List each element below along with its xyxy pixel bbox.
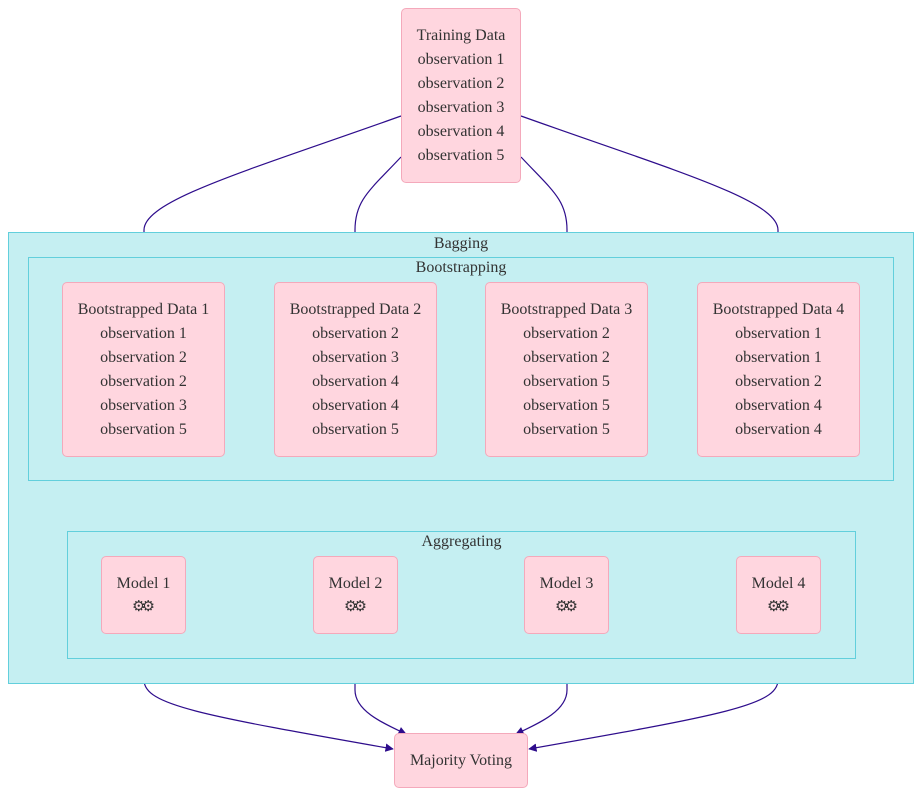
majority-voting-label: Majority Voting [409, 751, 513, 769]
model-2-node[interactable]: Model 2 ⚙⚙ [313, 556, 398, 634]
bootstrapped-observation: observation 2 [735, 372, 822, 390]
bootstrapped-observation: observation 3 [312, 348, 399, 366]
edge-training-to-bootstrap-4 [520, 115, 783, 282]
bootstrapped-observation: observation 3 [100, 396, 187, 414]
bootstrapped-observation: observation 5 [312, 420, 399, 438]
training-observation: observation 1 [417, 50, 505, 68]
bootstrapping-cluster: Bootstrapping [28, 257, 894, 481]
bootstrapped-observation: observation 5 [523, 420, 610, 438]
gears-icon: ⚙⚙ [344, 599, 367, 615]
aggregating-cluster-title: Aggregating [421, 533, 502, 550]
gears-icon: ⚙⚙ [555, 599, 578, 615]
edge-training-to-bootstrap-3 [520, 156, 572, 282]
training-observation: observation 4 [417, 122, 505, 140]
model-4-node[interactable]: Model 4 ⚙⚙ [736, 556, 821, 634]
bootstrapped-title: Bootstrapped Data 3 [500, 300, 633, 318]
model-label: Model 1 [116, 575, 171, 592]
bootstrapped-observation: observation 4 [735, 396, 822, 414]
model-label: Model 2 [328, 575, 383, 592]
training-observation: observation 2 [417, 74, 505, 92]
bootstrapped-observation: observation 1 [735, 324, 822, 342]
bootstrapped-title: Bootstrapped Data 4 [712, 300, 845, 318]
gears-icon: ⚙⚙ [132, 599, 155, 615]
bootstrapped-data-2-node[interactable]: Bootstrapped Data 2 observation 2 observ… [274, 282, 437, 457]
bootstrapped-title: Bootstrapped Data 2 [289, 300, 422, 318]
bootstrapped-observation: observation 2 [100, 372, 187, 390]
bootstrapped-observation: observation 5 [100, 420, 187, 438]
model-1-node[interactable]: Model 1 ⚙⚙ [101, 556, 186, 634]
bootstrapped-observation: observation 5 [523, 396, 610, 414]
bootstrapped-data-4-node[interactable]: Bootstrapped Data 4 observation 1 observ… [697, 282, 860, 457]
bootstrapped-observation: observation 2 [100, 348, 187, 366]
bootstrapped-data-3-node[interactable]: Bootstrapped Data 3 observation 2 observ… [485, 282, 648, 457]
edge-model-3-to-voting [515, 634, 568, 735]
bootstrapping-cluster-title: Bootstrapping [415, 259, 507, 276]
bootstrapped-observation: observation 1 [735, 348, 822, 366]
bootstrapped-observation: observation 2 [312, 324, 399, 342]
edge-model-1-to-voting [143, 634, 394, 752]
bootstrapped-observation: observation 2 [523, 324, 610, 342]
training-observation: observation 5 [417, 146, 505, 164]
gears-icon: ⚙⚙ [767, 599, 790, 615]
edge-training-to-bootstrap-1 [139, 115, 402, 282]
edge-model-4-to-voting [528, 634, 779, 752]
model-label: Model 3 [539, 575, 594, 592]
bootstrapped-observation: observation 2 [523, 348, 610, 366]
majority-voting-node[interactable]: Majority Voting [394, 733, 528, 788]
bagging-cluster-title: Bagging [433, 235, 489, 252]
bootstrapped-observation: observation 1 [100, 324, 187, 342]
aggregating-cluster: Aggregating [67, 531, 856, 659]
bootstrapped-observation: observation 5 [523, 372, 610, 390]
bootstrapped-observation: observation 4 [312, 396, 399, 414]
training-data-node[interactable]: Training Data observation 1 observation … [401, 8, 521, 183]
training-data-title: Training Data [416, 26, 506, 44]
training-observation: observation 3 [417, 98, 505, 116]
bootstrapped-title: Bootstrapped Data 1 [77, 300, 210, 318]
bootstrapped-data-1-node[interactable]: Bootstrapped Data 1 observation 1 observ… [62, 282, 225, 457]
bootstrapped-observation: observation 4 [735, 420, 822, 438]
edge-model-2-to-voting [354, 634, 407, 735]
bootstrapped-observation: observation 4 [312, 372, 399, 390]
model-label: Model 4 [751, 575, 806, 592]
edge-training-to-bootstrap-2 [350, 156, 402, 282]
model-3-node[interactable]: Model 3 ⚙⚙ [524, 556, 609, 634]
